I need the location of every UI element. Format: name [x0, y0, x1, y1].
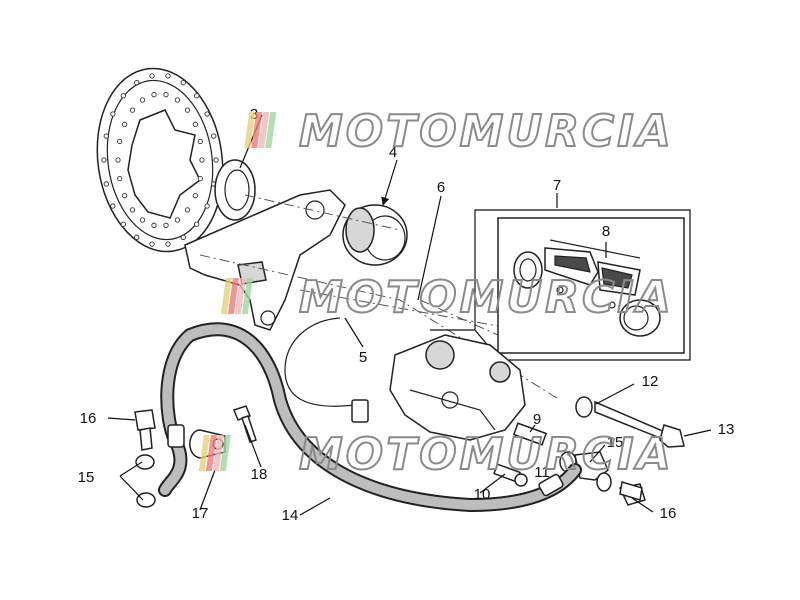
watermark-stripe — [241, 278, 253, 314]
disc-hole — [101, 157, 107, 163]
disc-hole — [120, 93, 126, 99]
watermark-stripe — [198, 435, 210, 471]
brake-hose — [158, 322, 582, 513]
callout-9: 9 — [533, 411, 541, 428]
disc-hole — [151, 92, 157, 98]
watermark-stripe — [227, 278, 239, 314]
disc-hole — [165, 241, 171, 247]
watermark-middle: MOTOMURCIA — [220, 271, 674, 324]
callout-16: 16 — [660, 505, 677, 522]
callout-4: 4 — [389, 144, 397, 161]
watermark-stripe — [244, 112, 256, 148]
bushing — [342, 204, 408, 266]
caliper-body — [389, 334, 526, 441]
disc-hole — [122, 193, 128, 199]
disc-hole — [134, 80, 140, 86]
callout-13: 13 — [718, 421, 735, 438]
disc-holes — [101, 73, 219, 247]
disc-hole — [120, 221, 126, 227]
disc-hole — [194, 93, 200, 99]
disc-hole — [117, 175, 123, 182]
disc-hole — [199, 157, 205, 163]
disc-hole — [204, 203, 210, 209]
disc-hole — [149, 241, 155, 247]
disc-hole — [197, 175, 203, 182]
callout-15: 15 — [607, 434, 624, 451]
disc-hole — [122, 121, 128, 127]
watermark-top: MOTOMURCIA — [244, 105, 674, 158]
disc-hole — [163, 92, 169, 98]
disc-hole — [134, 234, 140, 240]
watermark-text: MOTOMURCIA — [299, 429, 674, 480]
watermark-stripe — [212, 435, 224, 471]
disc-hole — [115, 157, 121, 163]
pad-spring — [513, 251, 543, 289]
disc-hole — [192, 121, 198, 127]
callout-17: 17 — [192, 505, 209, 522]
callout-16: 16 — [80, 410, 97, 427]
disc-hole — [129, 207, 136, 213]
callout-8: 8 — [602, 223, 610, 240]
disc-hole — [165, 73, 171, 79]
disc-hole — [174, 97, 181, 103]
disc-hole — [213, 157, 219, 163]
disc-hole — [174, 217, 181, 223]
callout-11: 11 — [534, 464, 550, 481]
watermark-text: MOTOMURCIA — [299, 106, 674, 157]
seal-ring — [214, 159, 256, 221]
brake-pads — [544, 239, 641, 309]
disc-hole — [117, 138, 123, 145]
callout-14: 14 — [282, 507, 299, 524]
disc-hole — [197, 138, 203, 145]
callout-5: 5 — [359, 349, 367, 366]
callout-12: 12 — [642, 373, 659, 390]
disc-hole — [204, 111, 210, 117]
callout-15: 15 — [78, 469, 95, 486]
disc-hole — [103, 133, 109, 139]
disc-hole — [211, 133, 217, 139]
callout-18: 18 — [251, 466, 268, 483]
disc-hole — [163, 222, 169, 228]
sensor-wire — [284, 317, 369, 423]
disc-hole — [139, 97, 146, 103]
brake-disc — [96, 67, 224, 253]
callout-6: 6 — [437, 179, 445, 196]
watermark-bottom: MOTOMURCIA — [198, 428, 674, 481]
assembly-lines — [199, 194, 561, 401]
watermark-text: MOTOMURCIA — [299, 272, 674, 323]
clip-screw — [233, 405, 257, 443]
disc-hole — [103, 181, 109, 187]
disc-hole — [184, 107, 191, 113]
disc-hole — [180, 80, 186, 86]
watermark-stripe — [258, 112, 270, 148]
disc-hole — [110, 203, 116, 209]
disc-hole — [192, 193, 198, 199]
watermark-stripe — [205, 435, 217, 471]
callout-10: 10 — [474, 486, 491, 503]
callout-7: 7 — [553, 177, 561, 194]
disc-hole — [151, 222, 157, 228]
disc-hole — [149, 73, 155, 79]
watermark-stripe — [234, 278, 246, 314]
disc-hole — [194, 221, 200, 227]
disc-hole — [180, 234, 186, 240]
disc-hole — [139, 217, 146, 223]
caliper-bolt — [575, 396, 685, 448]
caliper-piston — [619, 299, 661, 337]
right-banjo-bolt — [619, 481, 643, 501]
disc-hole — [129, 107, 136, 113]
watermark-stripe — [251, 112, 263, 148]
watermarks: MOTOMURCIA MOTOMURCIA MOTOMURCIA — [198, 105, 674, 481]
watermark-stripe — [265, 112, 277, 148]
left-banjo-parts — [134, 409, 156, 508]
disc-hole — [110, 111, 116, 117]
watermark-stripe — [219, 435, 231, 471]
watermark-stripe — [220, 278, 232, 314]
bleeder-parts — [493, 422, 548, 487]
disc-hole — [184, 207, 191, 213]
